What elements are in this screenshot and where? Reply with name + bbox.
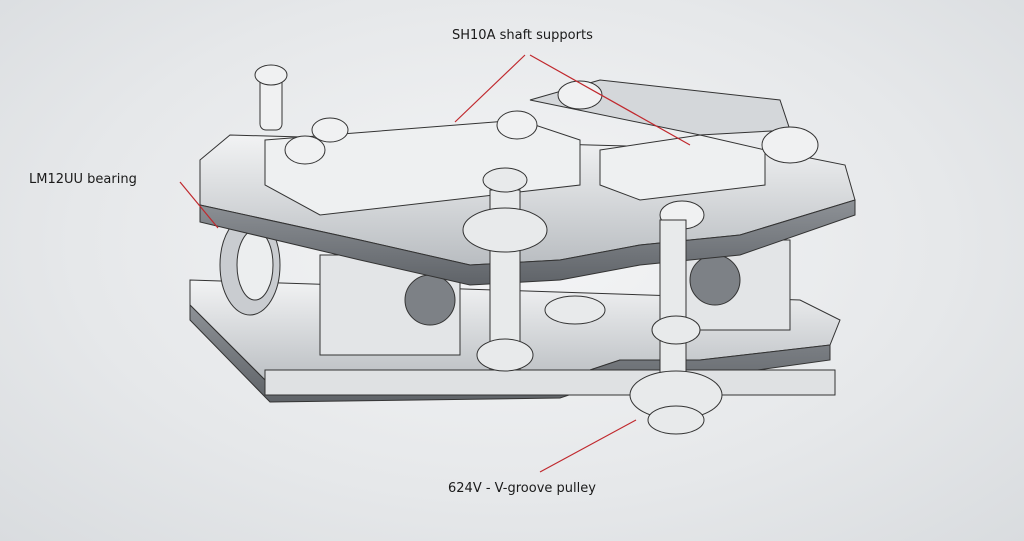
leader-line-bearing	[179, 181, 219, 229]
screws	[254, 64, 819, 230]
label-pulley: 624V - V-groove pulley	[448, 481, 596, 496]
leader-line-pulley	[539, 419, 637, 473]
leader-line-shaft-support-left	[454, 54, 526, 123]
label-bearing: LM12UU bearing	[29, 172, 137, 187]
v-groove-pulleys	[462, 167, 723, 435]
leader-lines	[179, 54, 691, 473]
label-shaft-supports: SH10A shaft supports	[452, 28, 593, 43]
leader-line-shaft-support-right	[529, 54, 691, 146]
